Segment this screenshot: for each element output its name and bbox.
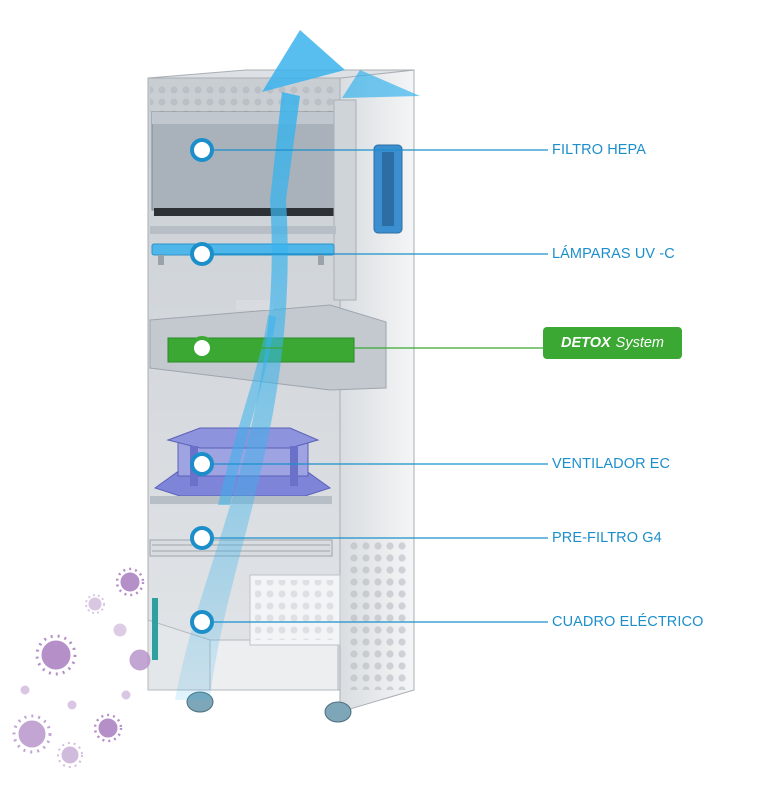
detox-badge-rest: System [615,335,665,351]
virus-icon [12,714,52,754]
label-hepa-filter: FILTRO HEPA [552,142,647,158]
virus-particles [12,567,151,768]
virus-icon [121,690,131,700]
virus-icon [85,594,105,614]
marker-uvc [190,242,214,266]
callout-lines [202,149,548,623]
hepa-filter [151,111,336,216]
virus-icon [115,567,145,597]
virus-icon [93,713,123,743]
marker-fan [190,452,214,476]
side-handle [373,144,403,234]
virus-icon [35,634,77,676]
label-ec-fan: VENTILADOR EC [552,456,671,472]
virus-icon [113,623,127,637]
wheels [186,691,352,723]
inner-duct [333,99,357,301]
virus-icon [129,649,151,671]
airflow-arrows [175,30,420,700]
label-electrical-panel: CUADRO ELÉCTRICO [552,614,704,630]
virus-icon [57,742,83,768]
virus-icon [67,700,77,710]
detox-badge-bold: DETOX [560,335,611,351]
virus-icon [20,685,30,695]
marker-hepa [190,138,214,162]
detox-system-badge: DETOX System [543,327,682,359]
label-prefilter: PRE-FILTRO G4 [552,530,662,546]
marker-electrical [190,610,214,634]
label-uvc-lamps: LÁMPARAS UV -C [552,246,675,262]
marker-detox [190,336,214,360]
marker-prefilter [190,526,214,550]
callout-markers [190,138,214,634]
